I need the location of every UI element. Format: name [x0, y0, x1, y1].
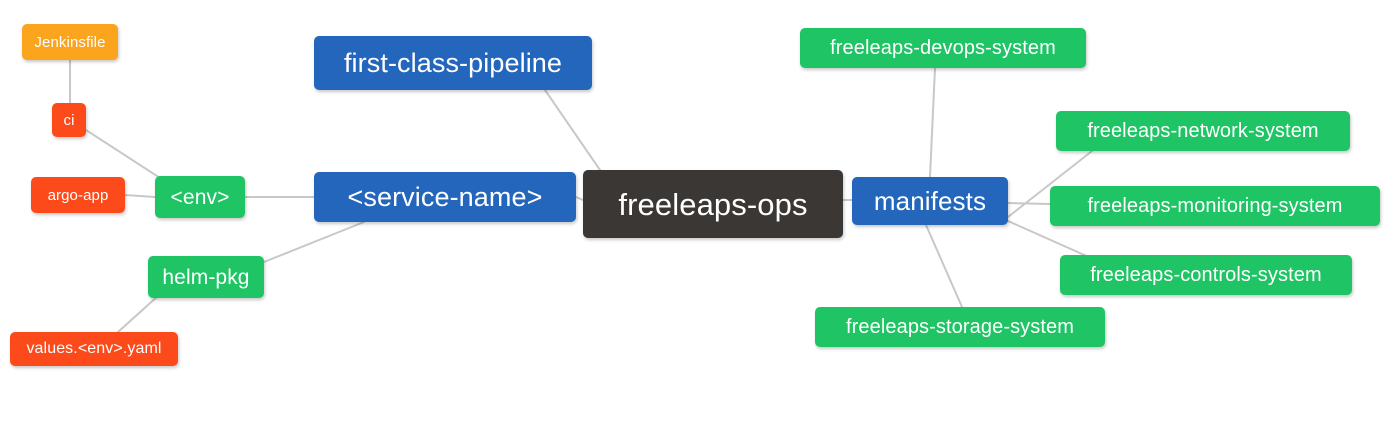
node-freeleaps-controls-system[interactable]: freeleaps-controls-system: [1060, 255, 1352, 295]
node-freeleaps-network-system[interactable]: freeleaps-network-system: [1056, 111, 1350, 151]
node-freeleaps-storage-system[interactable]: freeleaps-storage-system: [815, 307, 1105, 347]
node-manifests[interactable]: manifests: [852, 177, 1008, 225]
edge-argo-app-to-env: [124, 194, 156, 198]
node-values-yaml[interactable]: values.<env>.yaml: [10, 332, 178, 366]
edge-first-class-pipeline-to-freeleaps-ops: [544, 89, 601, 171]
node-freeleaps-monitoring-system[interactable]: freeleaps-monitoring-system: [1050, 186, 1380, 226]
edge-manifests-to-freeleaps-devops-system: [929, 67, 936, 178]
edge-manifests-to-freeleaps-monitoring-system: [1007, 202, 1051, 205]
node-ci[interactable]: ci: [52, 103, 86, 137]
edge-service-name-to-helm-pkg: [263, 221, 365, 263]
edge-helm-pkg-to-values-yaml: [117, 295, 159, 333]
node-first-class-pipeline[interactable]: first-class-pipeline: [314, 36, 592, 90]
node-freeleaps-devops-system[interactable]: freeleaps-devops-system: [800, 28, 1086, 68]
edge-manifests-to-freeleaps-storage-system: [925, 224, 963, 308]
node-jenkinsfile[interactable]: Jenkinsfile: [22, 24, 118, 60]
node-helm-pkg[interactable]: helm-pkg: [148, 256, 264, 298]
edge-ci-to-env: [85, 129, 161, 179]
node-service-name[interactable]: <service-name>: [314, 172, 576, 222]
edge-service-name-to-freeleaps-ops: [575, 196, 584, 201]
node-env[interactable]: <env>: [155, 176, 245, 218]
node-argo-app[interactable]: argo-app: [31, 177, 125, 213]
node-freeleaps-ops[interactable]: freeleaps-ops: [583, 170, 843, 238]
